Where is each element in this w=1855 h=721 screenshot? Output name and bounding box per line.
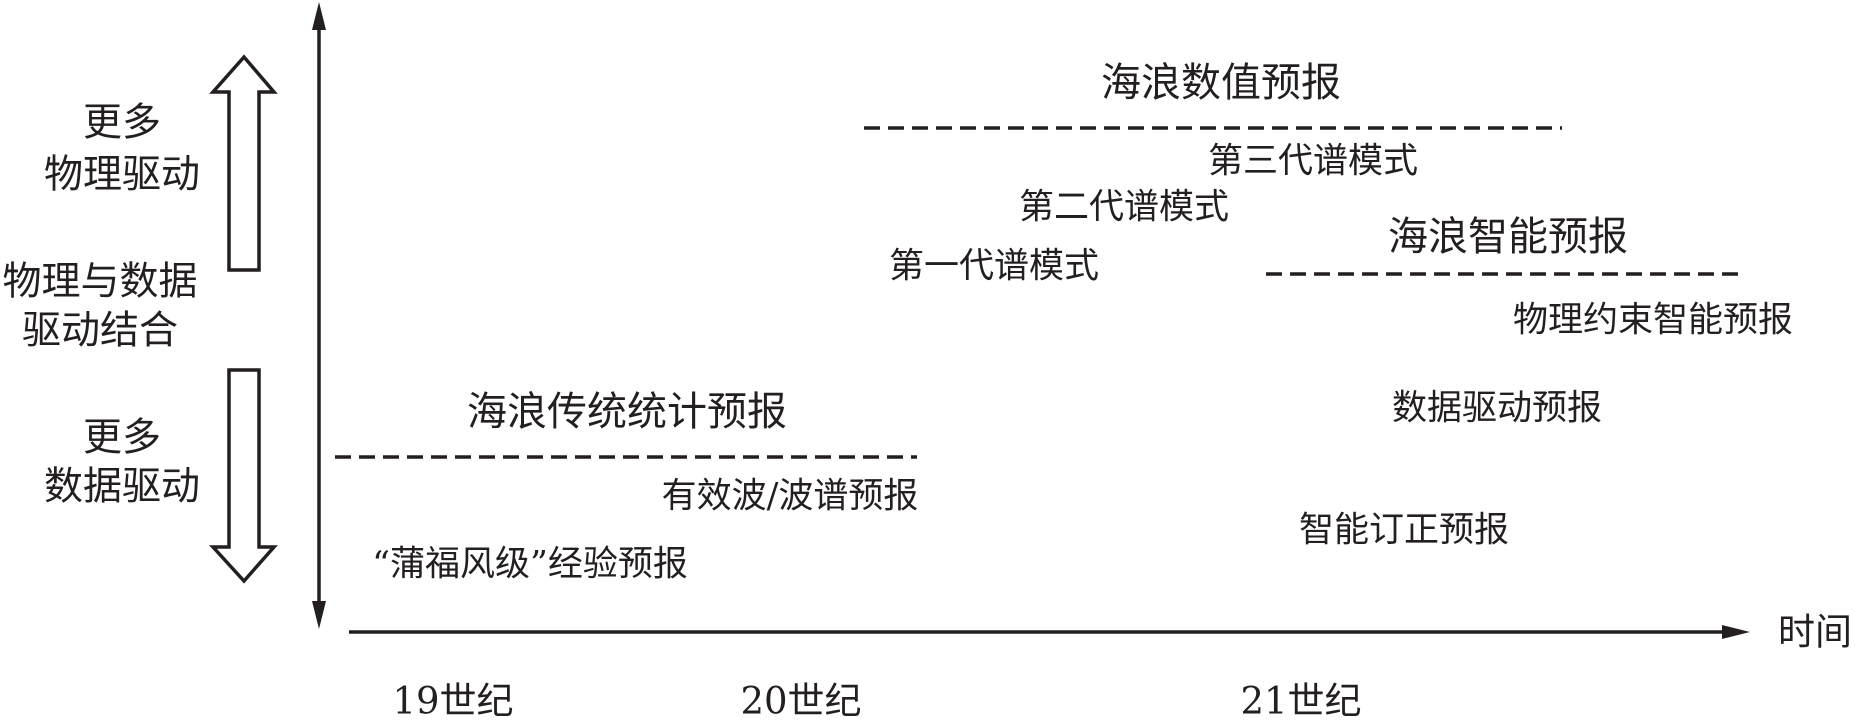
timeline-label-19th: 19世纪 [392,679,514,721]
numerical-item-gen1: 第一代谱模式 [888,246,1100,287]
numerical-item-gen3: 第三代谱模式 [1207,141,1419,182]
down-arrow-icon [209,368,278,584]
numerical-forecast-title: 海浪数值预报 [1101,60,1341,106]
combined-label-line1: 物理与数据 [2,259,198,305]
more-physics-label-line2: 物理驱动 [43,152,201,198]
timeline-label-21st: 21世纪 [1240,679,1362,721]
intelligent-item-physics-constrained: 物理约束智能预报 [1512,300,1794,341]
intelligent-forecast-title: 海浪智能预报 [1388,214,1628,260]
horizontal-axis-label: 时间 [1778,610,1852,654]
numerical-item-gen2: 第二代谱模式 [1018,187,1230,228]
statistical-item-beaufort: “蒲福风级”经验预报 [372,544,688,585]
timeline-label-20th: 20世纪 [740,679,862,721]
vertical-axis-bottom-arrowhead [312,601,326,629]
statistical-forecast-title: 海浪传统统计预报 [467,389,787,435]
intelligent-item-data-driven: 数据驱动预报 [1391,388,1603,429]
more-data-label-line1: 更多 [82,415,162,461]
intelligent-item-correction: 智能订正预报 [1298,510,1510,551]
vertical-axis-top-arrowhead [312,2,326,30]
combined-label-line2: 驱动结合 [21,308,179,354]
statistical-item-wave-spectrum: 有效波/波谱预报 [661,476,919,517]
more-physics-label-line1: 更多 [82,100,162,146]
up-arrow-icon [209,54,278,272]
more-data-label-line2: 数据驱动 [43,464,201,510]
horizontal-axis-arrowhead [1722,625,1750,639]
